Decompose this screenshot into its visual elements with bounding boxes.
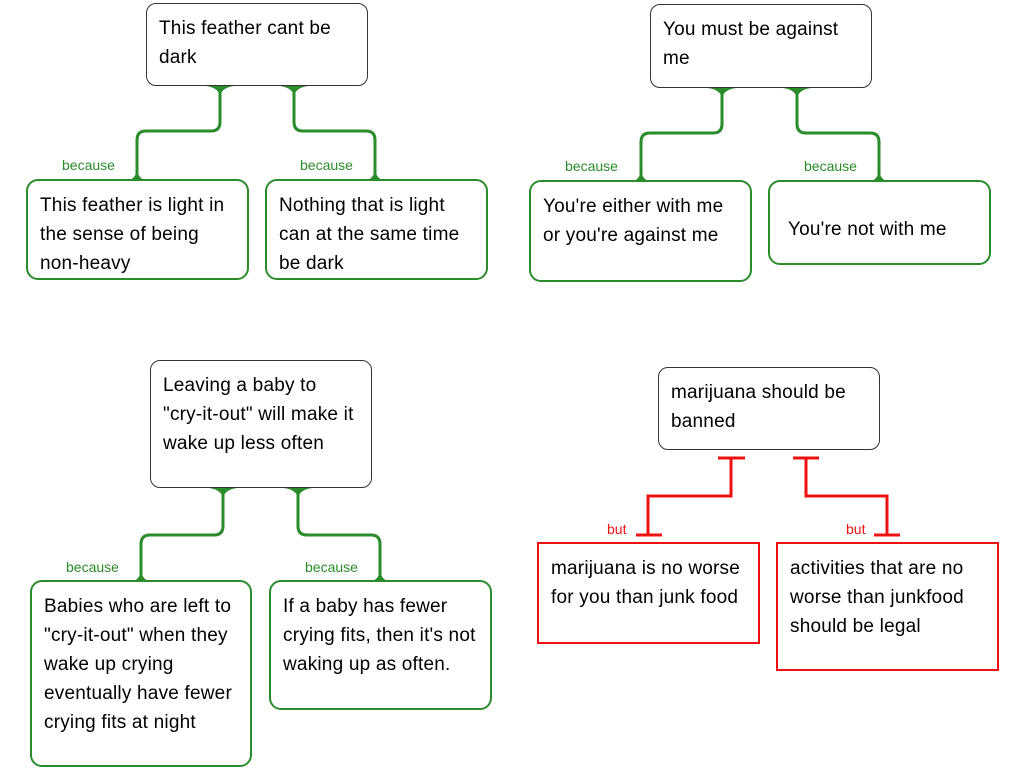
premise-box[interactable]: If a baby has fewer crying fits, then it… bbox=[269, 580, 492, 710]
objection-connector bbox=[636, 456, 745, 537]
objection-connector bbox=[793, 456, 900, 537]
premise-box[interactable]: This feather is light in the sense of be… bbox=[26, 179, 249, 280]
premise-box[interactable]: You're either with me or you're against … bbox=[529, 180, 752, 282]
because-label: because bbox=[305, 559, 358, 575]
support-connector bbox=[292, 86, 377, 180]
because-label: because bbox=[66, 559, 119, 575]
premise-box[interactable]: Babies who are left to "cry-it-out" when… bbox=[30, 580, 252, 767]
support-connector bbox=[639, 88, 724, 181]
support-connector bbox=[135, 86, 222, 180]
claim-box[interactable]: Leaving a baby to "cry-it-out" will make… bbox=[150, 360, 372, 488]
because-label: because bbox=[62, 157, 115, 173]
because-label: because bbox=[804, 158, 857, 174]
objection-box[interactable]: activities that are no worse than junkfo… bbox=[776, 542, 999, 671]
support-connector bbox=[296, 488, 382, 581]
claim-box[interactable]: marijuana should be banned bbox=[658, 367, 880, 450]
support-connector bbox=[139, 488, 225, 581]
claim-box[interactable]: You must be against me bbox=[650, 4, 872, 88]
because-label: because bbox=[565, 158, 618, 174]
support-connector bbox=[795, 88, 881, 181]
premise-box[interactable]: You're not with me bbox=[768, 180, 991, 265]
objection-box[interactable]: marijuana is no worse for you than junk … bbox=[537, 542, 760, 644]
but-label: but bbox=[607, 521, 627, 537]
premise-box[interactable]: Nothing that is light can at the same ti… bbox=[265, 179, 488, 280]
claim-box[interactable]: This feather cant be dark bbox=[146, 3, 368, 86]
but-label: but bbox=[846, 521, 866, 537]
because-label: because bbox=[300, 157, 353, 173]
